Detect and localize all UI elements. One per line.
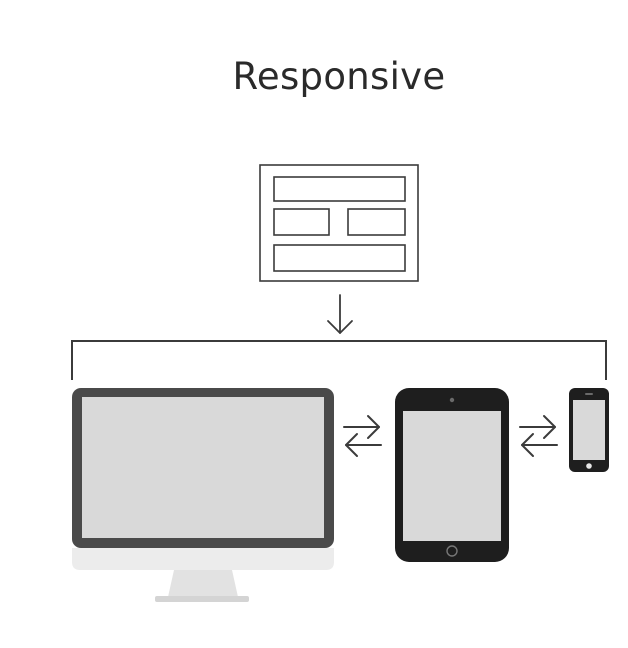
tablet-screen [403,411,501,541]
tablet-home-button [446,545,458,557]
swap-arrows-icon [519,415,558,457]
smartphone-icon [569,388,609,472]
monitor-screen [82,397,324,538]
arrow-down-icon [327,294,353,334]
wireframe-header-block [273,176,406,202]
monitor-chin [72,548,334,570]
diagram-title: Responsive [232,55,446,98]
layout-wireframe-icon [259,164,419,282]
monitor-stand-base [155,596,249,602]
monitor-stand-neck [168,570,238,597]
wireframe-frame [259,164,419,282]
tablet-icon [395,388,509,562]
wireframe-footer-block [273,244,406,272]
phone-home-button [586,463,592,469]
distribution-bracket [71,340,607,380]
swap-arrows-icon [343,415,382,457]
wireframe-left-block [273,208,330,236]
phone-screen [573,400,605,460]
tablet-camera [449,397,455,403]
wireframe-right-block [347,208,406,236]
desktop-monitor-icon [72,388,334,602]
phone-speaker [585,393,593,395]
